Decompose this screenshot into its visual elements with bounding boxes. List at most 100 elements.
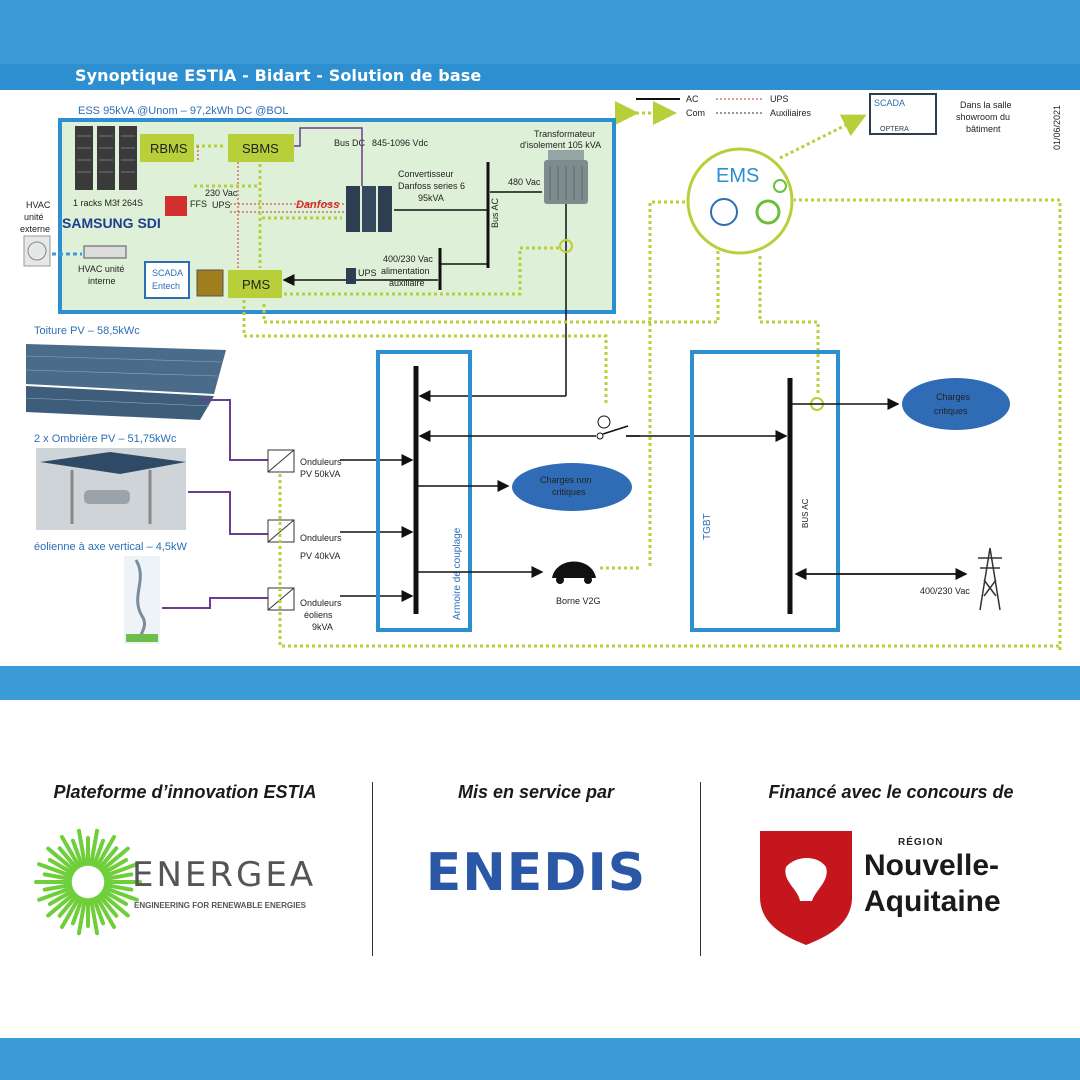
- rbms-label: RBMS: [150, 141, 188, 156]
- pv-carport-image: [36, 448, 186, 530]
- sun-ray: [101, 889, 129, 906]
- aux-line3: auxiliaire: [389, 278, 425, 288]
- sun-ray: [97, 893, 119, 918]
- sun-ray: [42, 883, 73, 892]
- sun-ray: [47, 889, 75, 906]
- sun-ray: [97, 846, 119, 871]
- ev-charger-icon: [552, 561, 596, 584]
- transformer-device: [544, 150, 588, 204]
- vac480-label: 480 Vac: [508, 177, 541, 187]
- showroom-line3: bâtiment: [966, 124, 1001, 134]
- sun-ray: [95, 895, 116, 930]
- racks-label: 1 racks M3f 264S: [73, 198, 143, 208]
- sun-ray: [103, 883, 134, 892]
- converter-device: [346, 186, 392, 232]
- bottom-band: [0, 1038, 1080, 1080]
- footer-col-estia: Plateforme d’innovation ESTIA ENERGEA EN…: [0, 782, 370, 947]
- sun-ray: [60, 895, 81, 930]
- scada-optera-label: SCADA: [874, 98, 905, 108]
- charges-critiques: [902, 378, 1010, 430]
- brain-icon: [710, 198, 738, 226]
- sun-ray: [70, 896, 84, 926]
- footer-heading-region: Financé avec le concours de: [768, 782, 1014, 802]
- sun-ray: [89, 828, 100, 867]
- samsung-label: SAMSUNG SDI: [62, 215, 161, 231]
- converter-line3: 95kVA: [418, 193, 444, 203]
- sun-ray: [46, 891, 77, 918]
- sbms-box: [228, 134, 294, 162]
- grid-voltage-label: 400/230 Vac: [920, 586, 970, 596]
- inverter-pv50-line2: PV 50kVA: [300, 469, 340, 479]
- wind-turbine-image: [124, 556, 160, 644]
- region-name-line2: Aquitaine: [864, 885, 1001, 918]
- transformer-line1: Transformateur: [534, 129, 595, 139]
- inverter-wind-line1: Onduleurs: [300, 598, 342, 608]
- scada-entech-box: [144, 261, 190, 299]
- gear-small-icon: [773, 179, 787, 193]
- pms-device: [196, 269, 224, 297]
- inverter-wind-line2: éoliens: [304, 610, 333, 620]
- footer-col-enedis: Mis en service par ENEDIS: [374, 782, 698, 903]
- transformer-line2: d'isolement 105 kVA: [520, 140, 601, 150]
- sun-ray: [92, 896, 106, 926]
- hvac-int-device: [83, 245, 127, 259]
- region-name-line1: Nouvelle-: [864, 849, 1000, 882]
- inverter-wind-line3: 9kVA: [312, 622, 333, 632]
- footer-col-region: Financé avec le concours de RÉGION Nouve…: [702, 782, 1080, 953]
- sun-ray: [76, 897, 87, 936]
- hvac-int-line1: HVAC unité: [78, 264, 124, 274]
- inverter-pv50: [267, 449, 295, 473]
- inverter-pv40-line1: Onduleurs: [300, 533, 342, 543]
- scada-entech-line1: SCADA: [152, 268, 183, 278]
- gear-icon: [755, 199, 781, 225]
- footer-heading-estia: Plateforme d’innovation ESTIA: [53, 782, 317, 802]
- hvac-int-line2: interne: [88, 276, 116, 286]
- charges-non-critiques: [512, 463, 632, 511]
- energea-logo-text: ENERGEA: [132, 855, 317, 895]
- sun-ray: [103, 872, 134, 881]
- ess-label: ESS 95kVA @Unom – 97,2kWh DC @BOL: [78, 105, 288, 117]
- ups-red-label: UPS: [212, 200, 231, 210]
- meter-icon: [597, 415, 611, 429]
- tgbt-bus-label: BUS AC: [801, 498, 810, 528]
- coupling-switch: [602, 425, 629, 435]
- scada-optera-screen: [869, 93, 937, 135]
- aux-line1: 400/230 Vac: [383, 254, 433, 264]
- pv-roof-panels: [25, 344, 226, 420]
- ems-label: EMS: [716, 165, 759, 187]
- charges-c-line1: Charges: [936, 392, 971, 402]
- enedis-logo-text: ENEDIS: [425, 843, 647, 903]
- legend-com: Com: [686, 108, 705, 118]
- vdc-label: 845-1096 Vdc: [372, 138, 429, 148]
- coupling-label: Armoire de couplage: [452, 527, 463, 620]
- sun-ray: [46, 846, 77, 873]
- sun-ray: [101, 858, 129, 875]
- bus-dc-label: Bus DC: [334, 138, 366, 148]
- top-band: [0, 0, 1080, 64]
- sun-ray: [99, 846, 130, 873]
- pms-box: [228, 270, 282, 298]
- coupling-cabinet: [376, 350, 472, 632]
- sun-ray: [92, 838, 106, 868]
- sun-ray: [70, 838, 84, 868]
- region-small-label: RÉGION: [898, 837, 944, 848]
- footer-divider-2: [700, 782, 701, 956]
- ffs-label: FFS: [190, 199, 207, 209]
- charges-nc-line2: critiques: [552, 487, 586, 497]
- charges-c-line2: critiques: [934, 406, 968, 416]
- battery-racks: [75, 126, 137, 190]
- sun-ray: [102, 886, 139, 902]
- sun-ray: [60, 834, 81, 869]
- sun-ray: [47, 858, 75, 875]
- ems-circle: [686, 147, 794, 255]
- rbms-box: [140, 134, 194, 162]
- sun-ray: [42, 872, 73, 881]
- title-band: [0, 64, 1080, 90]
- aux-line2: alimentation: [381, 266, 430, 276]
- diagram-date: 01/06/2021: [1052, 105, 1062, 150]
- converter-line1: Convertisseur: [398, 169, 454, 179]
- scada-entech-line2: Entech: [152, 281, 180, 291]
- converter-line2: Danfoss series 6: [398, 181, 465, 191]
- hvac-ext-line1: HVAC: [26, 200, 51, 210]
- sun-ray: [102, 862, 139, 878]
